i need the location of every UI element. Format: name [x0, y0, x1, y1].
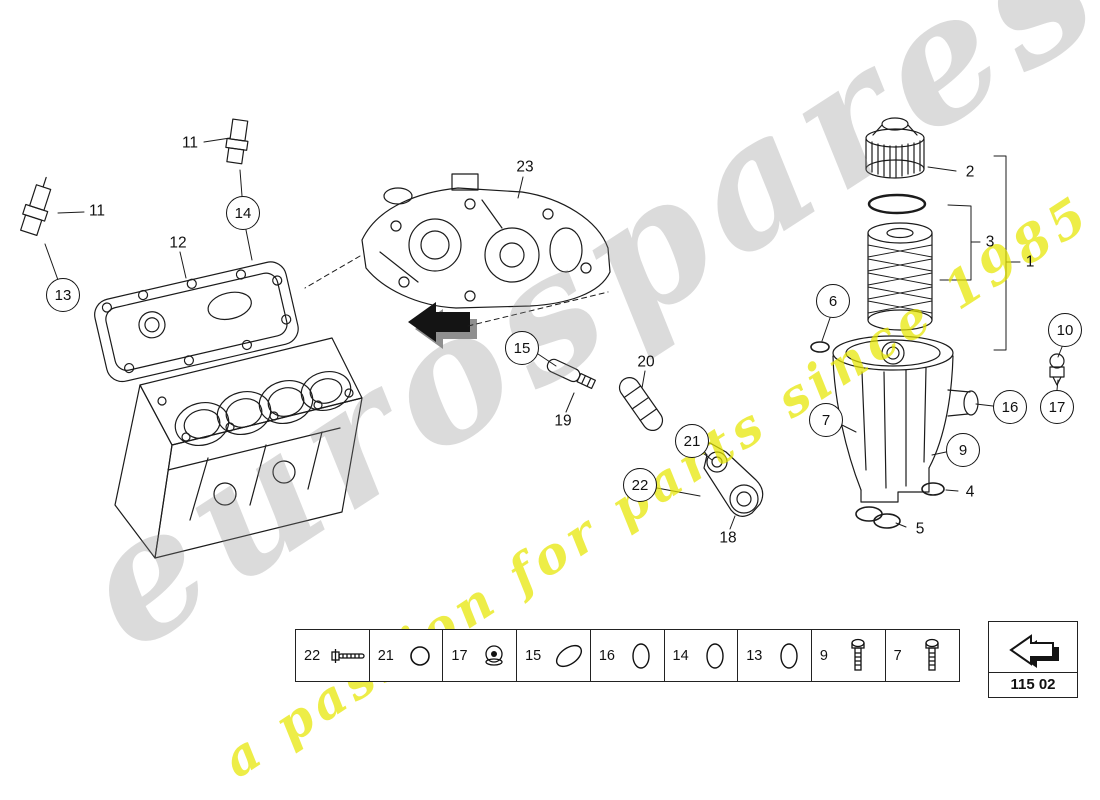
- bolt-vertical-icon: [838, 638, 885, 674]
- legend-cell-9: 9: [810, 629, 886, 682]
- legend-cell-number: 21: [377, 647, 394, 664]
- callout-20: 20: [637, 353, 655, 371]
- legend-cell-13: 13: [737, 629, 813, 682]
- cylinder-head-cover-drawing: [94, 261, 299, 383]
- o-ring-small-icon: [404, 644, 443, 668]
- oil-valve-drawing: [546, 358, 596, 390]
- callout-18: 18: [719, 529, 737, 547]
- bolt-horizontal-icon: [330, 646, 376, 666]
- small-o-rings-drawing: [810, 341, 945, 529]
- oil-sensor-left-drawing: [20, 176, 52, 236]
- legend-cell-number: 17: [451, 647, 468, 664]
- callout-3: 3: [985, 233, 995, 251]
- callout-16: 16: [993, 390, 1027, 424]
- callout-22: 22: [623, 468, 657, 502]
- legend-cell-21: 21: [368, 629, 444, 682]
- o-ring-oval-icon: [772, 639, 811, 673]
- callout-1: 1: [1025, 253, 1035, 271]
- callout-5: 5: [915, 520, 925, 538]
- callout-19: 19: [554, 412, 572, 430]
- o-ring-oval-icon: [699, 639, 738, 673]
- filter-cap-drawing: [865, 117, 925, 179]
- bolt-vertical-icon: [912, 638, 959, 674]
- legend-cell-number: 13: [746, 647, 763, 664]
- callout-21: 21: [675, 424, 709, 458]
- callout-13: 13: [46, 278, 80, 312]
- callout-17: 17: [1040, 390, 1074, 424]
- callout-7: 7: [809, 403, 843, 437]
- callout-11: 11: [88, 202, 106, 220]
- legend-cell-number: 9: [819, 647, 828, 664]
- legend-cell-16: 16: [589, 629, 665, 682]
- callout-23: 23: [516, 158, 534, 176]
- callout-12: 12: [169, 234, 187, 252]
- legend-cell-7: 7: [884, 629, 960, 682]
- legend-cell-17: 17: [442, 629, 518, 682]
- callout-2: 2: [965, 163, 975, 181]
- direction-arrow: [408, 302, 477, 349]
- group-brackets: [939, 155, 1021, 351]
- page-code-box: 115 02: [988, 621, 1078, 698]
- callout-10: 10: [1048, 313, 1082, 347]
- page-code: 115 02: [989, 672, 1077, 697]
- oil-sensor-top-drawing: [225, 118, 249, 165]
- cap-o-ring-drawing: [867, 193, 927, 215]
- legend-cell-number: 7: [893, 647, 902, 664]
- dashed-reference-lines: [304, 255, 609, 327]
- oil-filter-element-drawing: [867, 222, 933, 331]
- leader-lines: [44, 137, 1063, 530]
- o-ring-oval-icon: [625, 639, 664, 673]
- callout-14: 14: [226, 196, 260, 230]
- nav-arrow-icon: [989, 622, 1077, 672]
- legend-cell-number: 22: [304, 647, 321, 664]
- callout-11: 11: [181, 134, 199, 152]
- legend-strip: 22 21 17 15 16 14 13 9 7: [295, 629, 960, 682]
- engine-block-drawing: [114, 337, 363, 559]
- callout-6: 6: [816, 284, 850, 318]
- legend-cell-15: 15: [516, 629, 593, 682]
- callout-15: 15: [505, 331, 539, 365]
- callout-4: 4: [965, 483, 975, 501]
- legend-cell-14: 14: [663, 629, 739, 682]
- screw-plug-icon: [478, 643, 517, 669]
- oil-pipe-drawing: [618, 377, 664, 431]
- legend-cell-number: 14: [672, 647, 689, 664]
- oil-pump-drawing: [361, 173, 611, 309]
- support-bracket-drawing: [703, 442, 764, 517]
- legend-cell-22: 22: [295, 629, 370, 682]
- callout-9: 9: [946, 433, 980, 467]
- legend-cell-number: 15: [525, 647, 542, 664]
- o-ring-large-icon: [551, 638, 593, 674]
- legend-cell-number: 16: [598, 647, 615, 664]
